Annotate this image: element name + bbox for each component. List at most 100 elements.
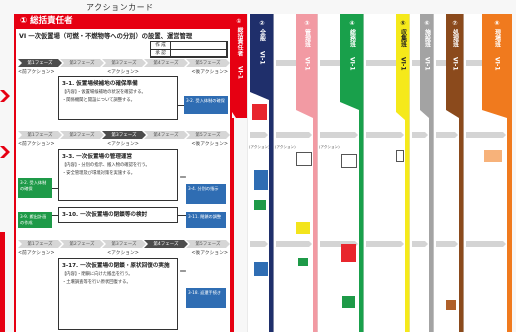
column-labels: <前アクション> <アクション> <後アクション>	[18, 249, 228, 256]
phase-arrow: 第2フェーズ	[60, 59, 104, 67]
phase-chip	[320, 60, 358, 66]
card-tab-label: ② 全般	[258, 20, 266, 42]
next-action-label: <後アクション>	[191, 251, 228, 256]
phase-chip	[466, 241, 506, 247]
sticky-note	[254, 200, 266, 210]
card-tab: ⑧ 現場班 VI-1	[482, 14, 512, 118]
action-label: (アクション)	[319, 145, 340, 149]
action-label: (アクション)	[275, 145, 296, 149]
action-text: 【内容】・閉鎖に向けた搬出を行う。	[62, 272, 133, 277]
phase-chip	[436, 132, 458, 138]
phase-arrow: 第3フェーズ	[102, 131, 146, 139]
next-action-label: <後アクション>	[191, 70, 228, 75]
phase-arrow: 第1フェーズ	[18, 131, 62, 139]
phase-arrow: 第4フェーズ	[144, 59, 188, 67]
card-tab: ⑥ 施設班 VI-1	[420, 14, 434, 118]
action-box: 3-1. 仮置場候補地の確保準備 【内容】・仮置場候補地の状況を確認する。 ・関…	[58, 76, 178, 120]
phase-arrow: 第5フェーズ	[186, 240, 230, 248]
phase-arrow: 第3フェーズ	[102, 240, 146, 248]
equals-mark: ＝	[179, 173, 187, 182]
phase-arrow: 第2フェーズ	[60, 131, 104, 139]
phase-chip	[320, 132, 358, 138]
phase-chip	[320, 241, 358, 247]
card-edge	[429, 118, 434, 332]
red-arrow-icon	[0, 146, 10, 158]
card-edge	[405, 120, 410, 332]
phase-chip	[276, 60, 312, 66]
card-edge	[459, 118, 464, 332]
column-labels: <前アクション> <アクション> <後アクション>	[18, 68, 228, 75]
sticky-note	[254, 170, 268, 190]
phase-arrow: 第4フェーズ	[144, 131, 188, 139]
action-box: 3-10. 一次仮置場の閉鎖等の検討	[58, 207, 178, 223]
action-title: 3-10. 一次仮置場の閉鎖等の検討	[62, 212, 148, 218]
card-tab-label: ⑦ 処理班	[451, 20, 459, 48]
phase-chip	[436, 241, 458, 247]
sticky-note	[254, 262, 268, 276]
next-action-box: 3-11. 閉鎖の調整	[186, 212, 226, 228]
column-labels: <前アクション> <アクション> <後アクション>	[18, 140, 228, 147]
action-text: ・土壌調査等を行い原状回復する。	[62, 280, 131, 285]
connector-line	[178, 215, 186, 216]
phase-chip	[276, 132, 312, 138]
sticky-note	[446, 300, 456, 310]
card-tab-code: VI-1	[348, 57, 356, 71]
action-text: 【内容】・仮置場候補地の状況を確認する。	[62, 90, 146, 95]
next-action-box: 3-4. 分別の指示	[186, 184, 226, 204]
red-arrow-icon	[0, 90, 10, 102]
card-tab-label: ⑤ 収集班	[399, 20, 407, 48]
card-tab: ⑤ 収集班 VI-1	[396, 14, 410, 120]
action-text: 【内容】・分別の指示、搬入物の確認を行う。	[62, 163, 150, 168]
card-tab-code: VI-1	[451, 57, 459, 71]
equals-mark: ＝	[179, 267, 187, 276]
phase-chip	[250, 132, 268, 138]
stamp-cell	[171, 42, 227, 50]
action-title: 3-3. 一次仮置場の管理運営	[62, 154, 133, 160]
connector-line	[52, 188, 58, 189]
action-label: (アクション)	[249, 145, 270, 149]
main-card-edge	[230, 118, 234, 332]
action-card-8: ⑧ 現場班 VI-1	[464, 14, 512, 332]
card-tab-label: ⑧ 現場班	[493, 20, 501, 48]
action-card-7: ⑦ 処理班 VI-1	[434, 14, 464, 332]
card-tab: ④ 総務班 VI-1	[340, 14, 364, 110]
phase-arrow: 第5フェーズ	[186, 131, 230, 139]
action-text: ・関係機関と開設について調整する。	[62, 98, 135, 103]
action-label: <アクション>	[107, 251, 139, 256]
sticky-note	[296, 152, 312, 166]
phase-chip	[412, 241, 428, 247]
phase-row: 第1フェーズ 第2フェーズ 第3フェーズ 第4フェーズ 第5フェーズ	[18, 59, 228, 67]
action-box: 3-3. 一次仮置場の管理運営 【内容】・分別の指示、搬入物の確認を行う。 ・安…	[58, 149, 178, 201]
next-action-label: <後アクション>	[191, 142, 228, 147]
card-role-header: ① 総括責任者	[14, 14, 232, 29]
sticky-note	[484, 150, 502, 162]
action-text: ・安全管理及び環境対策を実施する。	[62, 171, 136, 176]
card-tab-code: VI-1	[493, 57, 501, 71]
card-tab: ② 全般 VI-1	[250, 14, 274, 100]
phase-chip	[412, 132, 428, 138]
action-title: 3-1. 仮置場候補地の確保準備	[62, 81, 138, 87]
prev-action-label: <前アクション>	[18, 251, 55, 256]
card-tab: ③ 管理班 VI-1	[296, 14, 318, 118]
phase-row: 第1フェーズ 第2フェーズ 第3フェーズ 第4フェーズ 第5フェーズ	[18, 131, 228, 139]
phase-chip	[366, 60, 404, 66]
action-card-5: ⑤ 収集班 VI-1	[364, 14, 410, 332]
card-edge	[507, 118, 512, 332]
card-tab-label: ③ 管理班	[303, 20, 311, 48]
phase-chip	[276, 241, 312, 247]
stamp-cell	[171, 49, 227, 57]
red-card-edge	[0, 232, 5, 332]
main-tab-label: ① 総括責任者	[236, 19, 242, 57]
card-tab-code: VI-1	[258, 51, 266, 65]
action-card-6: ⑥ 施設班 VI-1	[410, 14, 434, 332]
action-card-4: (アクション) ④ 総務班 VI-1	[318, 14, 364, 332]
sticky-note	[341, 154, 357, 168]
phase-chip	[366, 241, 404, 247]
phase-arrow: 第2フェーズ	[60, 240, 104, 248]
phase-arrow: 第1フェーズ	[18, 59, 62, 67]
card-tab-label: ④ 総務班	[348, 20, 356, 48]
stamp-label: 作 成	[151, 42, 171, 50]
next-action-box: 3-2. 受入体制の確保	[184, 96, 228, 114]
phase-row: 第1フェーズ 第2フェーズ 第3フェーズ 第4フェーズ 第5フェーズ	[18, 240, 228, 248]
